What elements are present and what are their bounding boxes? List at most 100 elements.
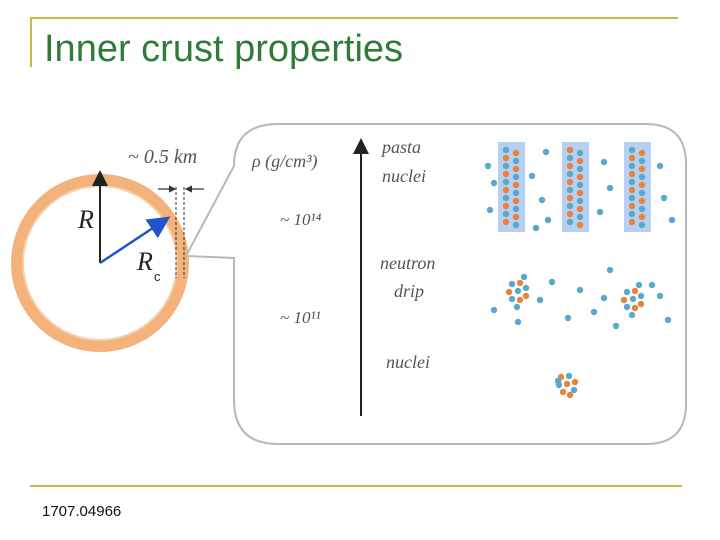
neutron-dot bbox=[628, 162, 636, 170]
radius-symbol: R bbox=[77, 205, 94, 234]
core-radius-symbol: R bbox=[136, 247, 153, 276]
density-tick-1e14: ~ 10¹⁴ bbox=[280, 210, 322, 229]
core-radius-subscript: c bbox=[154, 269, 161, 284]
neutron-dot bbox=[638, 205, 646, 213]
neutron-dot bbox=[514, 318, 522, 326]
neutron-dot bbox=[596, 208, 604, 216]
proton-dot bbox=[502, 218, 510, 226]
proton-dot bbox=[512, 149, 520, 157]
proton-dot bbox=[631, 304, 639, 312]
nucleon-particles bbox=[484, 146, 676, 399]
neutron-dot bbox=[664, 316, 672, 324]
proton-dot bbox=[576, 157, 584, 165]
proton-dot bbox=[566, 146, 574, 154]
neutron-dot bbox=[576, 149, 584, 157]
neutron-dot bbox=[532, 224, 540, 232]
neutron-dot bbox=[508, 280, 516, 288]
neutron-dot bbox=[512, 221, 520, 229]
phase-label-neutron: neutron bbox=[380, 253, 435, 273]
proton-dot bbox=[638, 181, 646, 189]
neutron-dot bbox=[576, 286, 584, 294]
neutron-dot bbox=[486, 206, 494, 214]
neutron-dot bbox=[508, 295, 516, 303]
neutron-dot bbox=[512, 157, 520, 165]
proton-dot bbox=[566, 210, 574, 218]
proton-dot bbox=[505, 288, 513, 296]
neutron-dot bbox=[628, 210, 636, 218]
proton-dot bbox=[563, 380, 571, 388]
neutron-dot bbox=[648, 281, 656, 289]
neutron-dot bbox=[490, 179, 498, 187]
neutron-dot bbox=[538, 196, 546, 204]
density-axis-label: ρ (g/cm³) bbox=[251, 151, 318, 172]
proton-dot bbox=[502, 170, 510, 178]
neutron-dot bbox=[668, 216, 676, 224]
proton-dot bbox=[512, 213, 520, 221]
neutron-dot bbox=[566, 170, 574, 178]
neutron-dot bbox=[638, 221, 646, 229]
footer-rule bbox=[30, 485, 682, 487]
neutron-dot bbox=[554, 377, 562, 385]
proton-dot bbox=[628, 154, 636, 162]
proton-dot bbox=[502, 154, 510, 162]
proton-dot bbox=[631, 287, 639, 295]
neutron-dot bbox=[566, 154, 574, 162]
proton-dot bbox=[628, 170, 636, 178]
proton-dot bbox=[638, 165, 646, 173]
neutron-dot bbox=[606, 184, 614, 192]
proton-dot bbox=[566, 162, 574, 170]
neutron-dot bbox=[612, 322, 620, 330]
neutron-dot bbox=[542, 148, 550, 156]
proton-dot bbox=[566, 391, 574, 399]
neutron-dot bbox=[502, 178, 510, 186]
neutron-dot bbox=[656, 292, 664, 300]
neutron-dot bbox=[629, 295, 637, 303]
pasta-rod bbox=[562, 142, 589, 232]
neutron-dot bbox=[544, 216, 552, 224]
phase-label-nuclei: nuclei bbox=[386, 352, 430, 372]
neutron-dot bbox=[514, 287, 522, 295]
reference-id: 1707.04966 bbox=[42, 503, 122, 520]
neutron-dot bbox=[566, 186, 574, 194]
neutron-dot bbox=[512, 189, 520, 197]
phase-label-drip: drip bbox=[394, 281, 424, 301]
proton-dot bbox=[571, 378, 579, 386]
proton-dot bbox=[512, 165, 520, 173]
neutron-dot bbox=[484, 162, 492, 170]
neutron-dot bbox=[638, 189, 646, 197]
proton-dot bbox=[559, 388, 567, 396]
title-frame-left-rule bbox=[30, 17, 32, 67]
neutron-dot bbox=[522, 284, 530, 292]
proton-dot bbox=[620, 296, 628, 304]
density-tick-1e11: ~ 10¹¹ bbox=[280, 308, 321, 327]
proton-dot bbox=[638, 197, 646, 205]
pasta-rod bbox=[624, 142, 651, 232]
proton-dot bbox=[566, 178, 574, 186]
neutron-dot bbox=[606, 266, 614, 274]
neutron-dot bbox=[502, 210, 510, 218]
proton-dot bbox=[576, 173, 584, 181]
proton-dot bbox=[516, 296, 524, 304]
title-frame-top-rule bbox=[30, 17, 678, 19]
neutron-dot bbox=[628, 146, 636, 154]
neutron-dot bbox=[512, 173, 520, 181]
neutron-dot bbox=[548, 278, 556, 286]
neutron-dot bbox=[570, 386, 578, 394]
proton-dot bbox=[512, 197, 520, 205]
neutron-dot bbox=[628, 178, 636, 186]
neutron-dot bbox=[600, 158, 608, 166]
neutron-dot bbox=[637, 292, 645, 300]
proton-dot bbox=[516, 279, 524, 287]
slide-title: Inner crust properties bbox=[44, 28, 404, 70]
proton-dot bbox=[522, 292, 530, 300]
neutron-dot bbox=[528, 172, 536, 180]
phase-label-pasta: pasta bbox=[380, 137, 421, 157]
neutron-dot bbox=[512, 205, 520, 213]
neutron-dot bbox=[576, 213, 584, 221]
neutron-dot bbox=[502, 146, 510, 154]
neutron-dot bbox=[628, 194, 636, 202]
neutron-dot bbox=[576, 181, 584, 189]
proton-dot bbox=[576, 189, 584, 197]
neutron-dot bbox=[564, 314, 572, 322]
